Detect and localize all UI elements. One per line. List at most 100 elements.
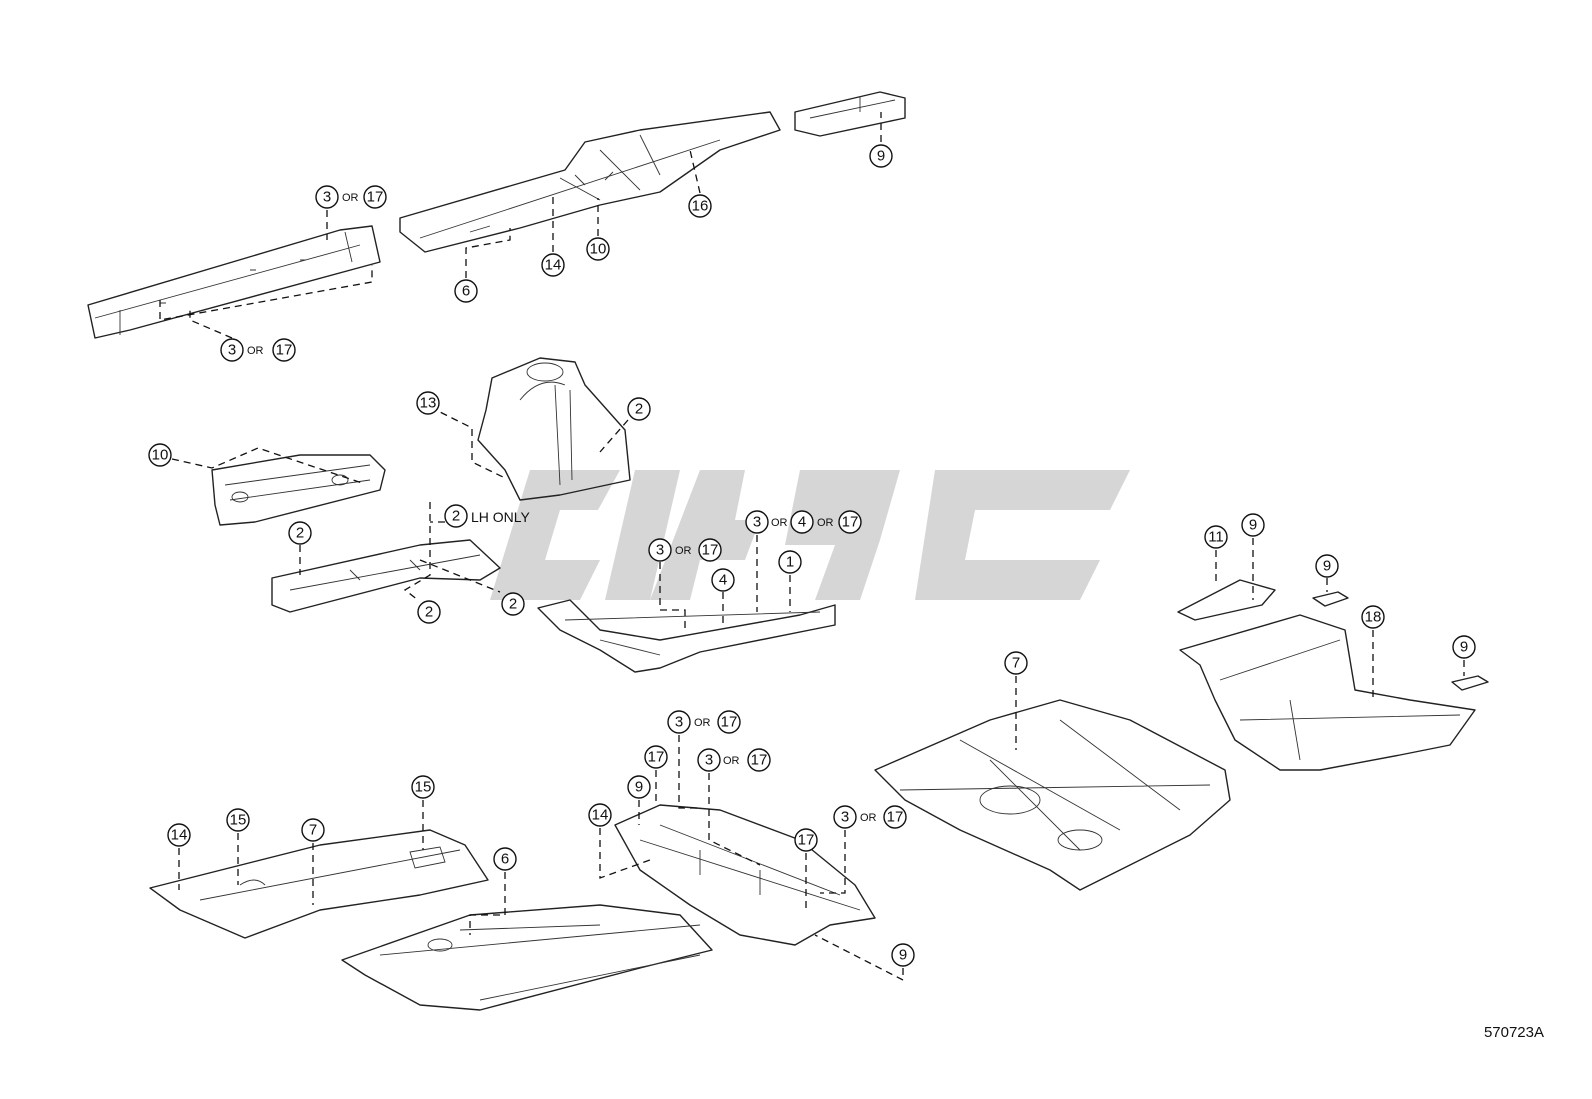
svg-text:3: 3	[705, 752, 713, 769]
callout-6: 6	[454, 279, 478, 303]
svg-text:OR: OR	[247, 345, 264, 357]
leader-lines	[159, 112, 1465, 982]
svg-text:17: 17	[648, 749, 665, 766]
svg-text:10: 10	[152, 447, 169, 464]
svg-text:3: 3	[753, 514, 761, 531]
svg-text:6: 6	[501, 851, 509, 868]
callout-18: 18	[1361, 605, 1385, 629]
side-member-center-part	[271, 539, 501, 613]
callout-17: 17	[644, 745, 668, 769]
callout-15: 15	[226, 808, 250, 832]
svg-text:16: 16	[692, 198, 709, 215]
svg-text:18: 18	[1365, 609, 1382, 626]
svg-text:9: 9	[1460, 639, 1468, 656]
svg-text:15: 15	[415, 779, 432, 796]
callout-13: 13	[416, 391, 440, 415]
svg-text:17: 17	[798, 832, 815, 849]
svg-text:7: 7	[309, 822, 317, 839]
svg-text:2: 2	[425, 604, 433, 621]
callout-3-or-17: 3 OR 17	[315, 185, 387, 209]
svg-text:OR: OR	[342, 192, 359, 204]
rear-floor-pan-part	[874, 699, 1231, 891]
callout-3-or-17: 3 OR 17	[220, 338, 296, 362]
svg-text:9: 9	[899, 947, 907, 964]
callout-4: 4	[711, 568, 735, 592]
svg-text:2: 2	[635, 401, 643, 418]
svg-text:17: 17	[887, 809, 904, 826]
svg-text:OR: OR	[694, 717, 711, 729]
callout-11: 11	[1204, 525, 1228, 549]
svg-text:14: 14	[545, 257, 562, 274]
callout-14: 14	[588, 803, 612, 827]
callout-2: 2	[417, 600, 441, 624]
svg-text:3: 3	[323, 189, 331, 206]
callout-9: 9	[869, 144, 893, 168]
rocker-sill-part	[537, 599, 836, 673]
svg-text:17: 17	[702, 542, 719, 559]
svg-text:14: 14	[592, 807, 609, 824]
front-floor-pan-left-part	[149, 829, 489, 939]
svg-text:17: 17	[367, 189, 384, 206]
wheelhouse-part	[477, 357, 631, 501]
svg-text:10: 10	[590, 241, 607, 258]
watermark-logo	[490, 470, 1130, 600]
callout-9: 9	[1241, 513, 1265, 537]
side-member-left-part	[87, 225, 381, 339]
callout-9: 9	[1452, 635, 1476, 659]
svg-text:17: 17	[842, 514, 859, 531]
callout-2: 2	[627, 397, 651, 421]
svg-text:17: 17	[751, 752, 768, 769]
svg-text:2: 2	[452, 508, 460, 525]
callout-9: 9	[627, 775, 651, 799]
svg-text:OR: OR	[817, 517, 834, 529]
callout-10: 10	[586, 237, 610, 261]
callout-7: 7	[301, 818, 325, 842]
svg-text:9: 9	[1249, 517, 1257, 534]
svg-text:4: 4	[719, 572, 727, 589]
svg-text:13: 13	[420, 395, 437, 412]
svg-text:OR: OR	[675, 545, 692, 557]
callout-3-or-4-or-17: 3 OR 4 OR 17	[745, 510, 862, 534]
svg-text:7: 7	[1012, 655, 1020, 672]
callout-3-or-17: 3 OR 17	[667, 710, 741, 734]
svg-text:15: 15	[230, 812, 247, 829]
svg-text:6: 6	[462, 283, 470, 300]
callout-3-or-17: 3 OR 17	[697, 748, 771, 772]
callout-2: 2	[501, 592, 525, 616]
svg-text:OR: OR	[771, 517, 788, 529]
svg-text:OR: OR	[723, 755, 740, 767]
drawing-number: 570723A	[1483, 1024, 1544, 1041]
svg-text:9: 9	[877, 148, 885, 165]
callout-2: 2	[288, 521, 312, 545]
upper-rear-bracket-part	[1177, 579, 1276, 621]
callout-14: 14	[167, 823, 191, 847]
svg-text:3: 3	[228, 342, 236, 359]
svg-text:14: 14	[171, 827, 188, 844]
svg-text:LH ONLY: LH ONLY	[471, 509, 531, 525]
svg-text:9: 9	[635, 779, 643, 796]
callout-7: 7	[1004, 651, 1028, 675]
callout-15: 15	[411, 775, 435, 799]
center-frame-part	[399, 111, 781, 253]
floor-crossmember-part	[614, 804, 876, 946]
callout-9: 9	[1315, 554, 1339, 578]
callout-14: 14	[541, 253, 565, 277]
left-bracket-part	[211, 454, 386, 526]
svg-text:3: 3	[675, 714, 683, 731]
callout-3-or-17: 3 OR 17	[833, 805, 907, 829]
svg-text:17: 17	[721, 714, 738, 731]
callout-6: 6	[493, 847, 517, 871]
callout-17: 17	[794, 828, 818, 852]
front-floor-pan-right-part	[341, 904, 713, 1011]
svg-text:9: 9	[1323, 558, 1331, 575]
svg-text:17: 17	[276, 342, 293, 359]
callout-1: 1	[778, 550, 802, 574]
svg-text:11: 11	[1208, 529, 1224, 546]
svg-text:1: 1	[786, 554, 794, 571]
callout-2-lh-only: 2 LH ONLY	[444, 504, 531, 528]
svg-text:3: 3	[841, 809, 849, 826]
svg-text:4: 4	[798, 514, 806, 531]
small-clip-part	[1312, 591, 1489, 691]
callout-3-or-17: 3 OR 17	[648, 538, 722, 562]
